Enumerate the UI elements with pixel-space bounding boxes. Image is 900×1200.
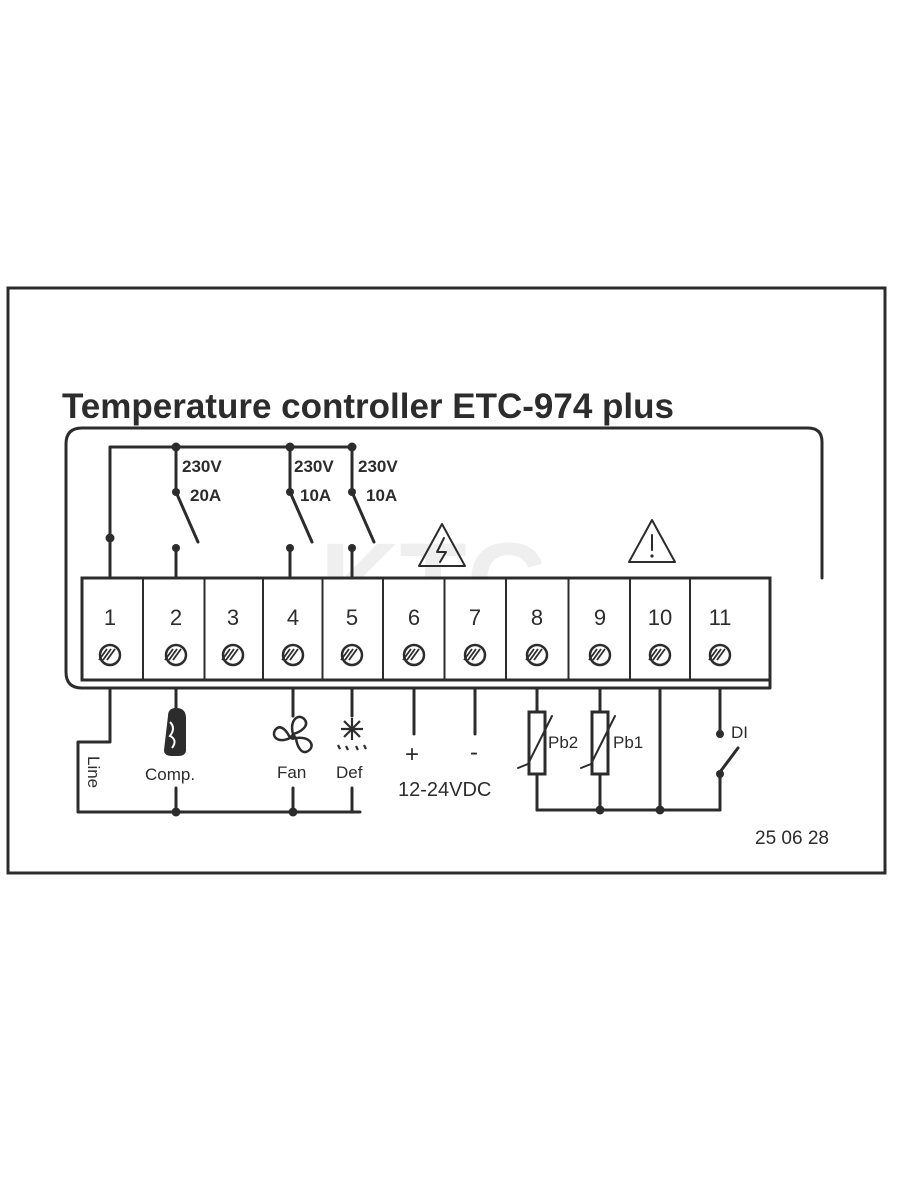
terminal-number: 9 [594, 605, 606, 630]
terminal-screw-icon [463, 643, 487, 667]
junction-dot [288, 807, 298, 817]
terminal-number: 10 [648, 605, 672, 630]
terminal-number: 2 [170, 605, 182, 630]
electrical-hazard-icon [418, 523, 466, 567]
terminal-number: 7 [469, 605, 481, 630]
terminal-number: 8 [531, 605, 543, 630]
power-plus-sign: + [405, 741, 419, 768]
terminals: 1 2 3 4 5 6 7 8 9 10 11 [98, 605, 732, 667]
relay-3-voltage: 230V [358, 457, 398, 476]
terminal-screw-icon [525, 643, 549, 667]
external-line-wire [76, 686, 362, 814]
relay-compressor [172, 445, 200, 580]
terminal-screw-icon [588, 643, 612, 667]
terminal-screw-icon [708, 643, 732, 667]
terminal-number: 6 [408, 605, 420, 630]
probe-pb1-label: Pb1 [613, 733, 643, 752]
terminal-screw-icon [648, 643, 672, 667]
probe-pb2-wiring [517, 686, 722, 812]
terminal-number: 3 [227, 605, 239, 630]
fan-icon [272, 715, 313, 754]
controller-housing [64, 426, 824, 690]
probe-pb2-label: Pb2 [548, 733, 578, 752]
power-voltage-label: 12-24VDC [398, 779, 491, 801]
terminal-screw-icon [281, 643, 305, 667]
compressor-icon [164, 708, 186, 756]
terminal-number: 4 [287, 605, 299, 630]
junction-dot [105, 533, 115, 543]
date-code: 25 06 28 [755, 828, 829, 849]
warning-icon [628, 519, 676, 563]
terminal-number: 1 [104, 605, 116, 630]
relay-fan [286, 445, 314, 580]
common-terminal-wiring [655, 686, 665, 815]
terminal-screw-icon [221, 643, 245, 667]
terminal-number: 5 [346, 605, 358, 630]
line-label: Line [84, 756, 103, 788]
relay-defrost [348, 445, 376, 580]
terminal-screw-icon [340, 643, 364, 667]
terminal-dividers [142, 578, 691, 680]
fan-label: Fan [277, 763, 306, 782]
relay-2-voltage: 230V [294, 457, 334, 476]
relay-1-current: 20A [190, 486, 221, 505]
defrost-icon [337, 718, 367, 751]
digital-input-switch [716, 686, 740, 812]
relay-3-current: 10A [366, 486, 397, 505]
power-minus-sign: - [470, 739, 478, 766]
diagram-title: Temperature controller ETC-974 plus [62, 387, 674, 426]
terminal-number: 11 [709, 605, 732, 630]
label-border [6, 286, 887, 875]
terminal-screw-icon [98, 643, 122, 667]
probe-pb1-wiring [580, 686, 616, 815]
defrost-label: Def [336, 763, 363, 782]
digital-input-label: DI [731, 723, 748, 742]
relay-1-voltage: 230V [182, 457, 222, 476]
terminal-screw-icon [402, 643, 426, 667]
relay-2-current: 10A [300, 486, 331, 505]
junction-dot [171, 807, 181, 817]
terminal-screw-icon [164, 643, 188, 667]
compressor-label: Comp. [145, 765, 195, 784]
